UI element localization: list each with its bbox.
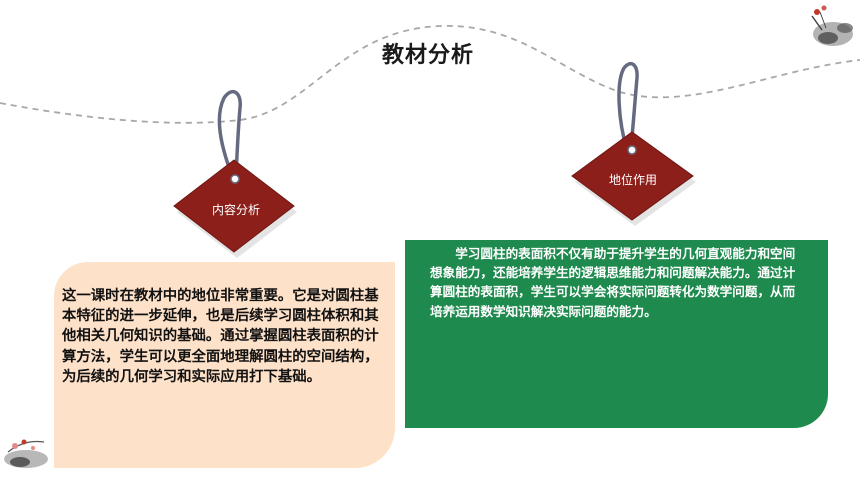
ink-painting-landscape-icon bbox=[811, 5, 853, 46]
dashed-wave-line bbox=[0, 25, 860, 124]
tag-label-content-analysis: 内容分析 bbox=[211, 203, 260, 217]
hanging-tag-icon bbox=[571, 61, 696, 226]
content-analysis-box bbox=[54, 262, 395, 468]
role-box bbox=[405, 240, 828, 428]
page-title: 教材分析 bbox=[382, 43, 475, 68]
tag-label-role: 地位作用 bbox=[608, 173, 657, 187]
hanging-tag-icon bbox=[173, 89, 297, 258]
role-text: 学习圆柱的表面积不仅有助于提升学生的几何直观能力和空间想象能力，还能培养学生的逻… bbox=[430, 246, 796, 319]
content-analysis-text: 这一课时在教材中的地位非常重要。它是对圆柱基本特征的进一步延伸，也是后续学习圆柱… bbox=[62, 288, 379, 385]
ink-flower-branch-icon bbox=[4, 439, 48, 468]
